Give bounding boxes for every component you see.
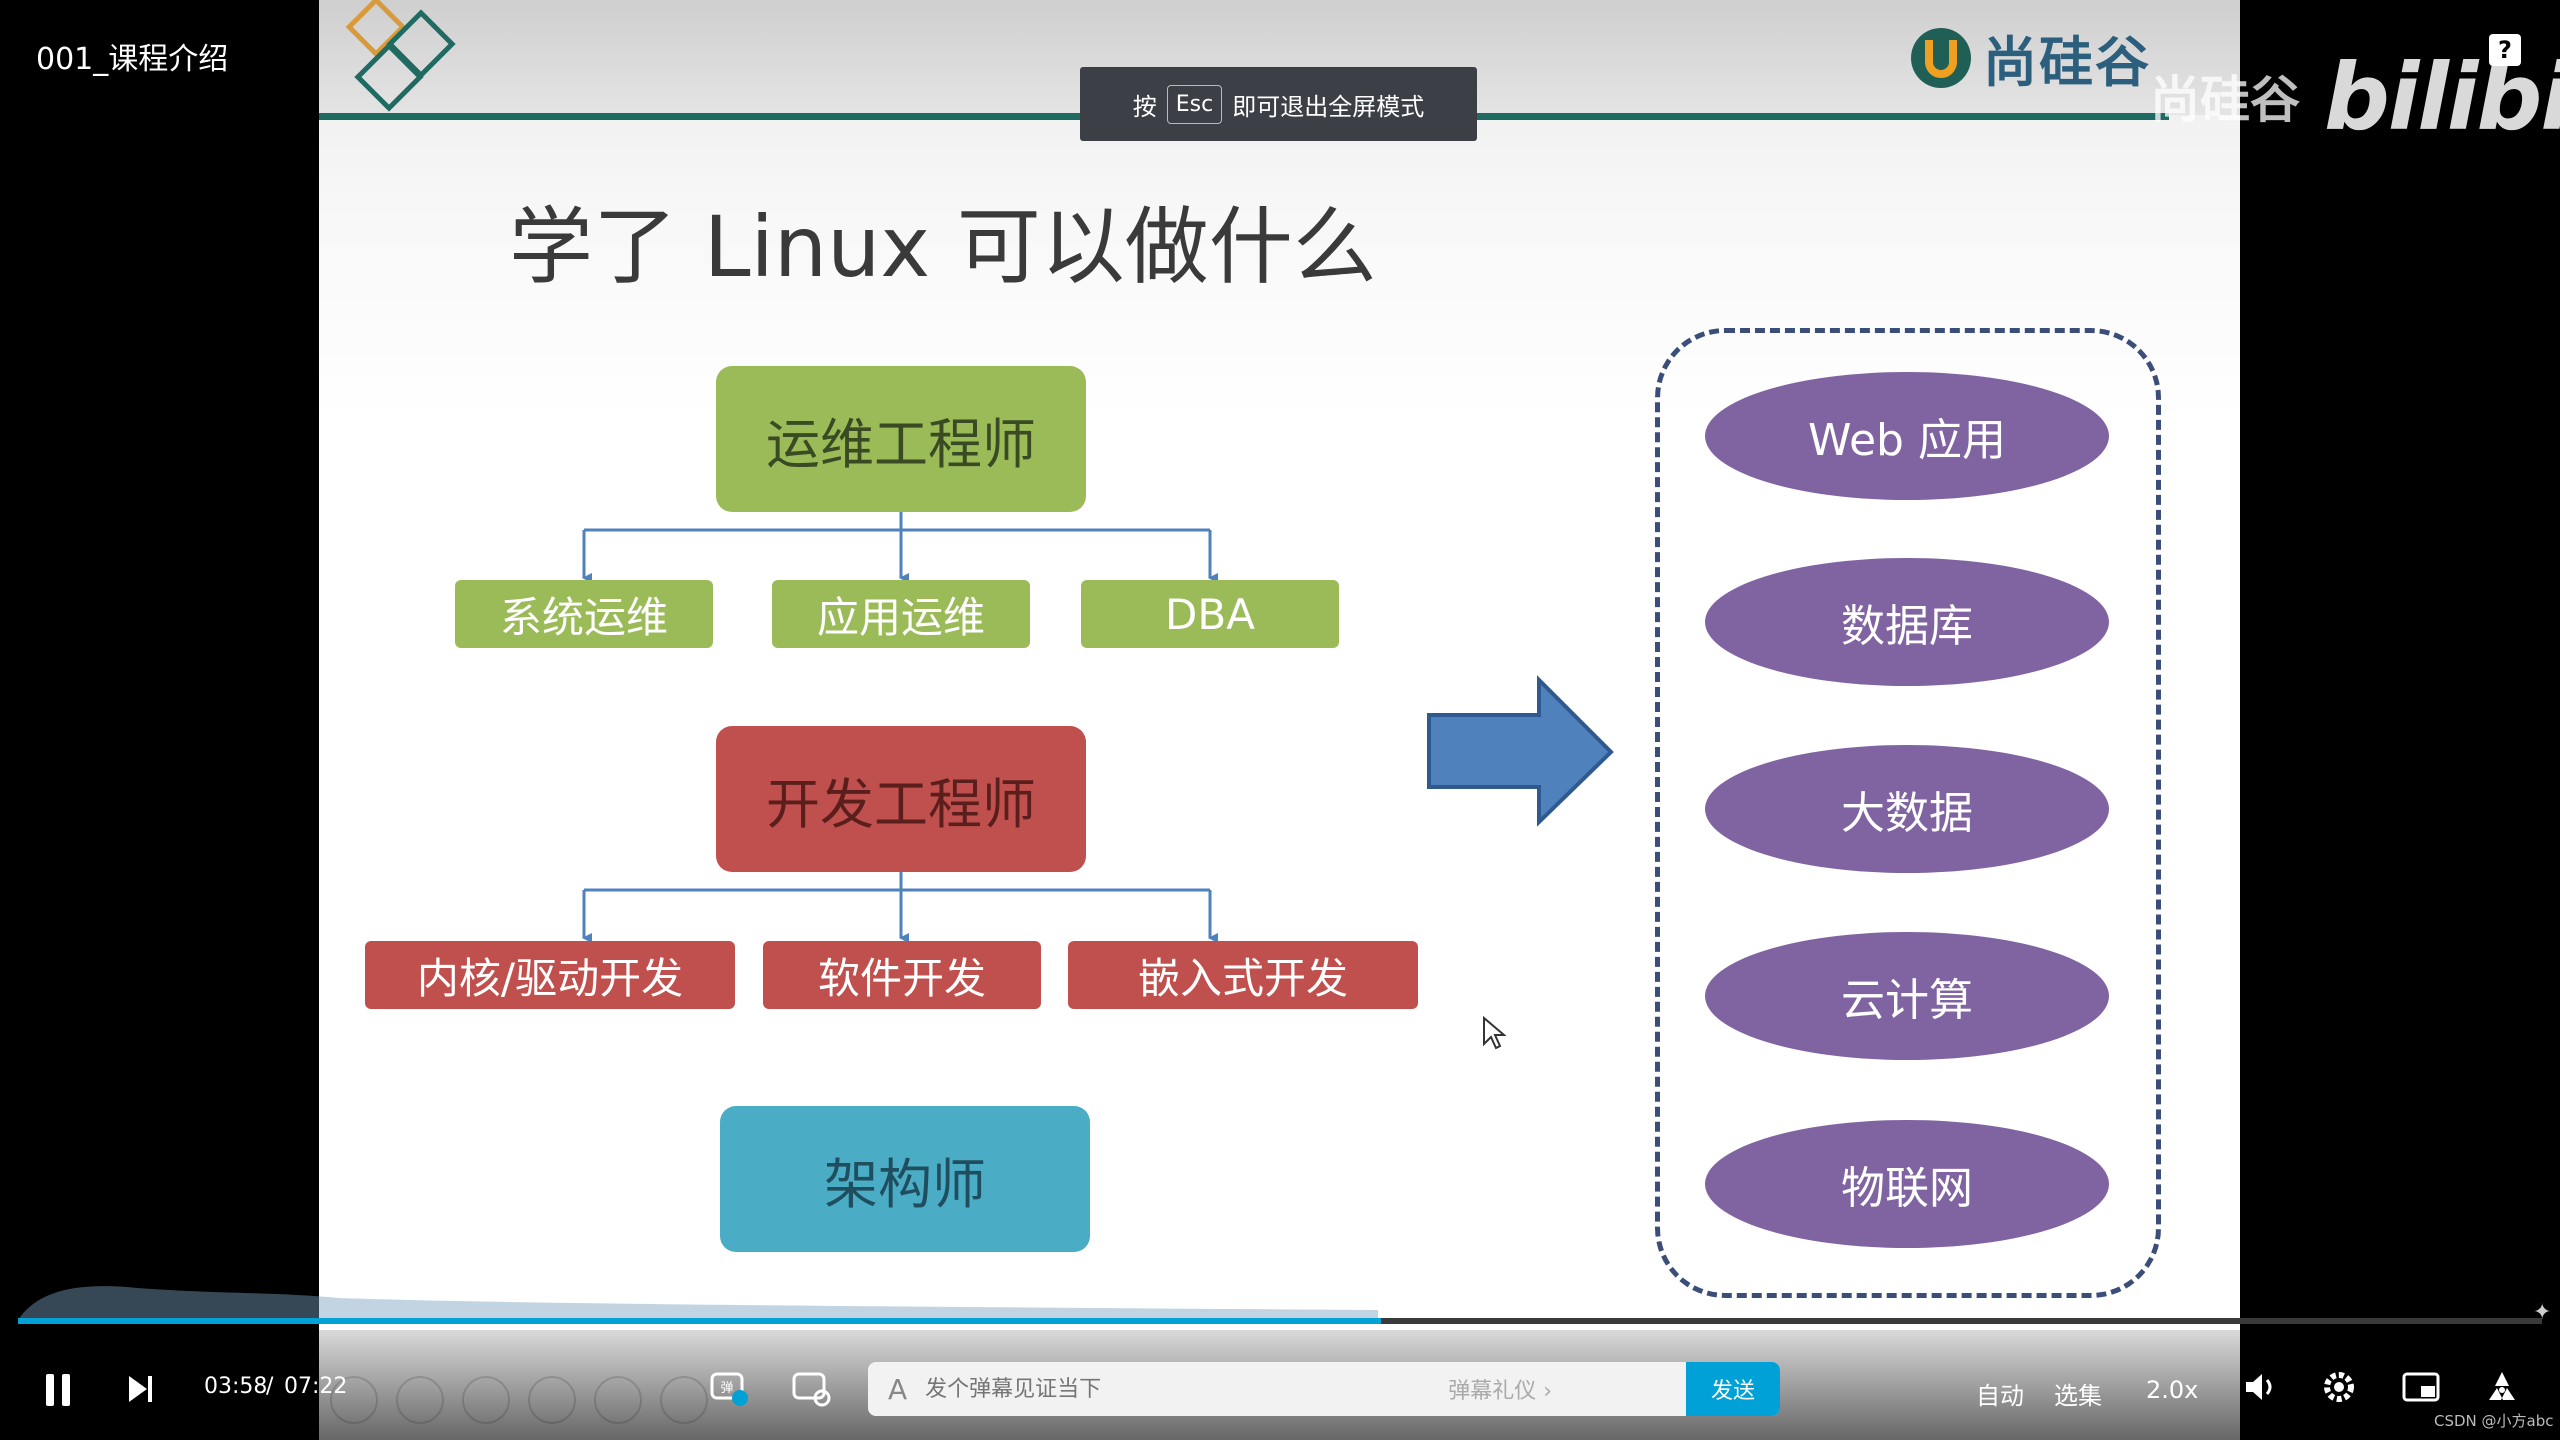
watermark-brand: 尚硅谷 xyxy=(2150,71,2300,129)
time-separator: / xyxy=(266,1374,274,1399)
control-bar: 03:58 / 07:22 弹 A 弹幕礼仪 › 发送 自动 选集 2.0x xyxy=(0,1330,2560,1440)
danmaku-style-icon[interactable]: A xyxy=(888,1372,908,1406)
help-icon[interactable]: ? xyxy=(2489,34,2521,66)
danmaku-input-box: A 弹幕礼仪 › 发送 xyxy=(868,1362,1780,1416)
fields-frame xyxy=(1655,328,2161,1298)
progress-played xyxy=(18,1318,1381,1324)
svg-text:弹: 弹 xyxy=(720,1381,733,1396)
esc-key: Esc xyxy=(1166,84,1223,124)
mouse-cursor-icon xyxy=(1483,1016,1506,1050)
speed-button[interactable]: 2.0x xyxy=(2146,1376,2199,1404)
total-time: 07:22 xyxy=(284,1374,348,1399)
video-title: 001_课程介绍 xyxy=(36,42,229,77)
dev-child-box: 软件开发 xyxy=(763,941,1041,1009)
pause-icon[interactable] xyxy=(40,1370,76,1410)
toast-suffix: 即可退出全屏模式 xyxy=(1232,92,1425,121)
ops-child-box: 系统运维 xyxy=(455,580,713,648)
gear-icon[interactable] xyxy=(2318,1366,2360,1408)
volume-icon[interactable] xyxy=(2240,1366,2282,1408)
fullscreen-exit-toast: 按 Esc 即可退出全屏模式 xyxy=(1080,67,1477,141)
progress-bar[interactable] xyxy=(18,1318,2542,1324)
field-ellipse: Web 应用 xyxy=(1705,372,2109,500)
send-button[interactable]: 发送 xyxy=(1686,1362,1780,1416)
auto-quality-button[interactable]: 自动 xyxy=(1976,1382,2024,1410)
field-ellipse: 大数据 xyxy=(1705,745,2109,873)
csdn-credit: CSDN @小方abc xyxy=(2434,1412,2554,1430)
architect-box: 架构师 xyxy=(720,1106,1090,1252)
danmaku-etiquette-link[interactable]: 弹幕礼仪 › xyxy=(1448,1379,1552,1404)
ops-child-box: 应用运维 xyxy=(772,580,1030,648)
toast-prefix: 按 xyxy=(1132,92,1157,121)
brand: 尚硅谷 xyxy=(1909,18,2151,97)
ops-child-box: DBA xyxy=(1081,580,1339,648)
next-icon[interactable] xyxy=(125,1372,155,1406)
dev-child-box: 内核/驱动开发 xyxy=(365,941,735,1009)
danmaku-heatmap xyxy=(18,1286,1378,1320)
progress-handle-icon[interactable]: ✦ xyxy=(2533,1300,2552,1325)
right-arrow-icon xyxy=(1427,675,1614,827)
episodes-button[interactable]: 选集 xyxy=(2054,1382,2102,1410)
danmaku-toggle-icon[interactable]: 弹 xyxy=(708,1366,750,1408)
dev-child-box: 嵌入式开发 xyxy=(1068,941,1418,1009)
field-ellipse: 物联网 xyxy=(1705,1120,2109,1248)
bilibili-watermark: bilibili xyxy=(2324,44,2560,151)
field-ellipse: 数据库 xyxy=(1705,558,2109,686)
slide-heading: 学了 Linux 可以做什么 xyxy=(509,198,1377,296)
diamond-logo-icon xyxy=(345,0,456,112)
pip-icon[interactable] xyxy=(2400,1366,2442,1408)
fullscreen-icon[interactable] xyxy=(2481,1366,2523,1408)
danmaku-settings-icon[interactable] xyxy=(790,1366,832,1408)
brand-logo-icon xyxy=(1911,27,1971,88)
dev-engineer-box: 开发工程师 xyxy=(716,726,1086,872)
ops-engineer-box: 运维工程师 xyxy=(716,366,1086,512)
current-time: 03:58 xyxy=(204,1374,268,1399)
danmaku-input[interactable] xyxy=(923,1375,1488,1403)
slide: 尚硅谷 学了 Linux 可以做什么 运维工程师 系统运维 应用运维 DBA 开… xyxy=(319,0,2240,1440)
field-ellipse: 云计算 xyxy=(1705,932,2109,1060)
brand-name: 尚硅谷 xyxy=(1983,31,2151,94)
